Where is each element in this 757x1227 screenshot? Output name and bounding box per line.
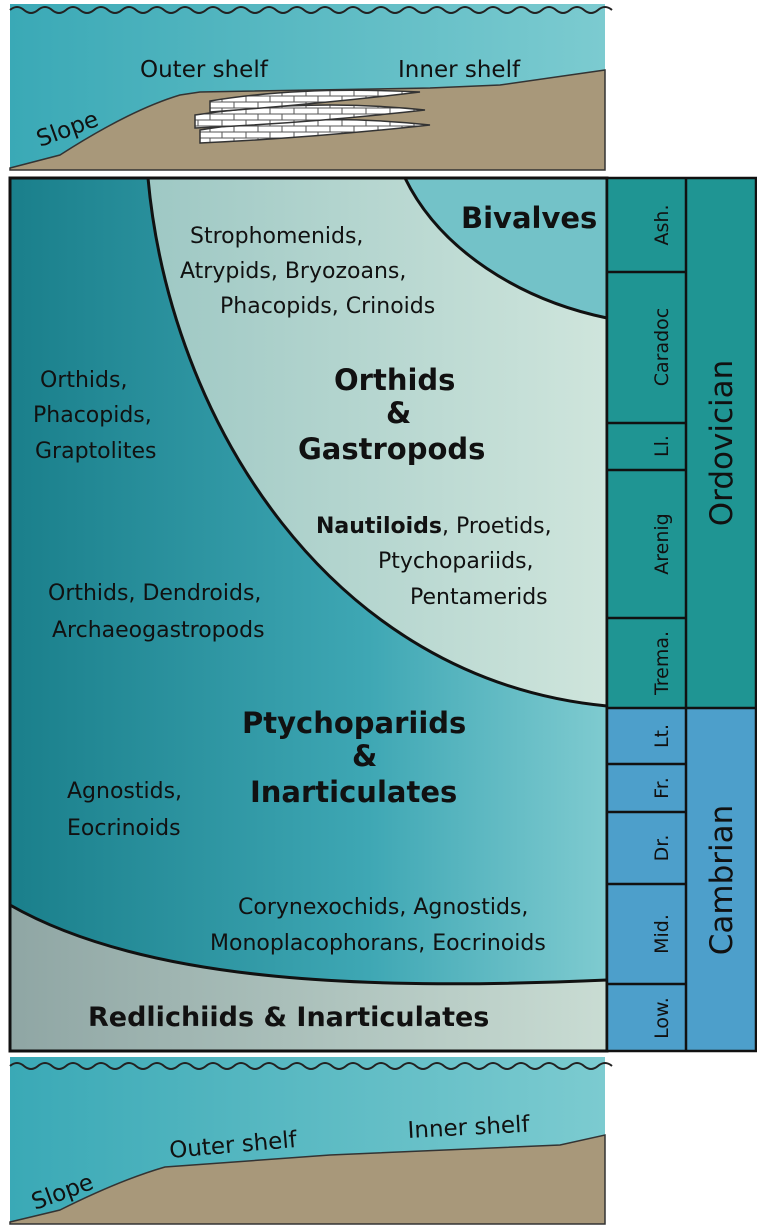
fauna-orthids-left-line2: Phacopids,: [33, 403, 152, 428]
title-gastropods: Gastropods: [298, 432, 485, 466]
stage-franconian: Fr.: [651, 777, 673, 799]
title-orthids: Orthids: [334, 363, 455, 397]
fauna-orthids-dendroids-line1: Orthids, Dendroids,: [48, 581, 261, 606]
stage-middle-cambrian: Mid.: [651, 914, 673, 954]
label-redlichiids: Redlichiids & Inarticulates: [88, 1002, 489, 1033]
fauna-orthids-left-line3: Graptolites: [35, 439, 156, 464]
stage-ashgill: Ash.: [651, 205, 673, 246]
stage-late-cambrian: Lt.: [651, 724, 673, 748]
fauna-nautiloids-rest: , Proetids,: [442, 514, 552, 539]
stage-caradoc: Caradoc: [651, 308, 673, 387]
fauna-agnostids-left-line1: Agnostids,: [67, 779, 182, 804]
fauna-strophomenids-line1: Strophomenids,: [190, 224, 363, 249]
stage-tremadoc: Trema.: [651, 631, 673, 696]
timescale: Ash. Caradoc Ll. Arenig Trema. Lt. Fr. D…: [607, 178, 756, 1051]
fauna-orthids-dendroids-line2: Archaeogastropods: [52, 618, 265, 643]
stage-lower-cambrian: Low.: [651, 997, 673, 1039]
top-label-inner-shelf: Inner shelf: [398, 57, 521, 83]
fauna-nautiloids-line1: Nautiloids, Proetids,: [316, 514, 552, 539]
bottom-profile: Slope Outer shelf Inner shelf: [10, 1057, 612, 1224]
period-ordovician: Ordovician: [704, 360, 740, 527]
period-cambrian: Cambrian: [704, 805, 740, 956]
stage-arenig: Arenig: [651, 513, 673, 574]
fauna-orthids-left-line1: Orthids,: [40, 368, 127, 393]
title-orthids-amp: &: [386, 396, 411, 430]
label-bivalves: Bivalves: [461, 201, 597, 235]
stage-llanvirn: Ll.: [651, 435, 673, 457]
fauna-agnostids-left-line2: Eocrinoids: [67, 816, 181, 841]
fauna-corynexochids-line1: Corynexochids, Agnostids,: [238, 895, 528, 920]
stage-dresbachian: Dr.: [651, 835, 673, 862]
fauna-corynexochids-line2: Monoplacophorans, Eocrinoids: [210, 931, 546, 956]
fauna-strophomenids-line2: Atrypids, Bryozoans,: [180, 259, 406, 284]
fauna-nautiloids-line2: Ptychopariids,: [378, 549, 534, 574]
main-chart: Bivalves Strophomenids, Atrypids, Bryozo…: [10, 178, 607, 1051]
top-profile: Slope Outer shelf Inner shelf: [10, 4, 612, 170]
fauna-nautiloids-line3: Pentamerids: [410, 585, 548, 610]
title-inarticulates: Inarticulates: [250, 775, 457, 809]
fauna-nautiloids-bold: Nautiloids: [316, 514, 442, 539]
title-ptychopariids: Ptychopariids: [242, 706, 466, 740]
top-label-outer-shelf: Outer shelf: [140, 57, 269, 83]
title-ptychopariids-amp: &: [352, 739, 377, 773]
fauna-strophomenids-line3: Phacopids, Crinoids: [220, 294, 435, 319]
